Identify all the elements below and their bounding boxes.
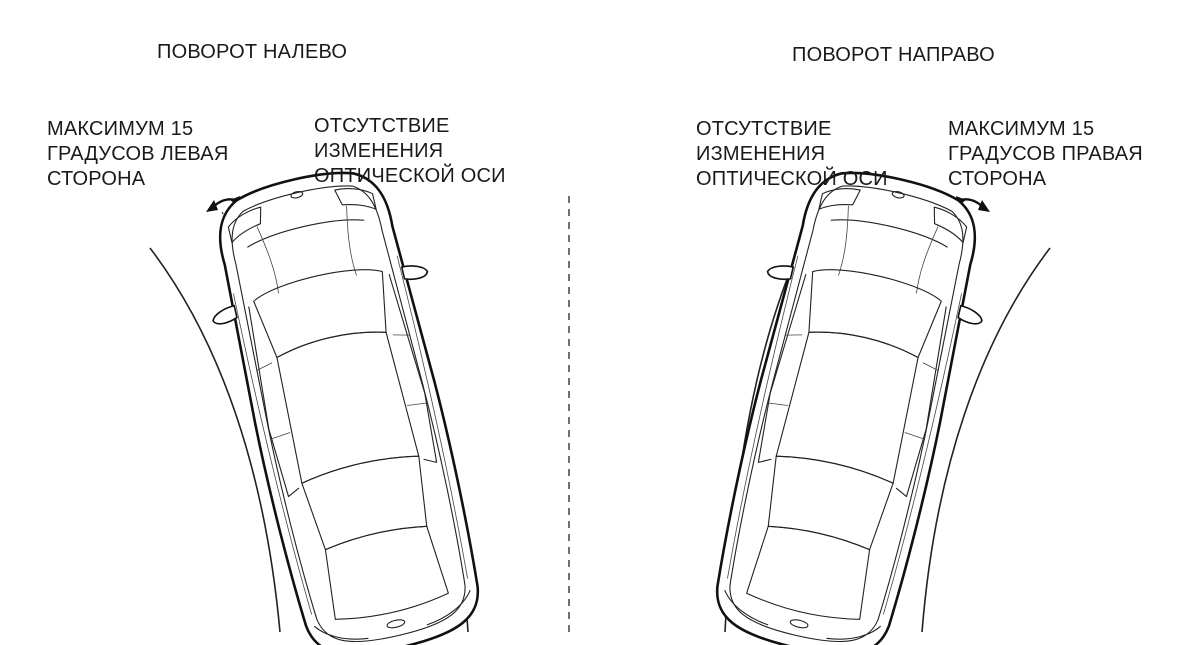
left-panel-title: ПОВОРОТ НАЛЕВО [157,41,348,63]
right-panel-title: ПОВОРОТ НАПРАВО [792,44,995,66]
left-max-swivel-label: МАКСИМУМ 15 ГРАДУСОВ ЛЕВАЯ СТОРОНА [47,117,229,192]
right-no-change-line-1: ОТСУТСТВИЕ [696,118,832,140]
right-no-change-line-2: ИЗМЕНЕНИЯ [696,143,826,165]
left-no-change-line-1: ОТСУТСТВИЕ [314,115,450,137]
right-max-line-2: ГРАДУСОВ ПРАВАЯ [948,143,1143,165]
right-road-outer-curve [921,247,1051,633]
left-max-line-3: СТОРОНА [47,168,146,190]
right-no-change-line-3: ОПТИЧЕСКОЙ ОСИ [696,168,888,190]
left-road-inner-curve [149,247,281,633]
left-max-line-2: ГРАДУСОВ ЛЕВАЯ [47,143,229,165]
right-max-swivel-label: МАКСИМУМ 15 ГРАДУСОВ ПРАВАЯ СТОРОНА [948,117,1143,192]
left-no-change-line-3: ОПТИЧЕСКОЙ ОСИ [314,165,506,187]
left-max-line-1: МАКСИМУМ 15 [47,118,194,140]
left-no-change-label: ОТСУТСТВИЕ ИЗМЕНЕНИЯ ОПТИЧЕСКОЙ ОСИ [314,114,506,189]
left-car-icon [184,153,510,645]
right-max-line-3: СТОРОНА [948,168,1047,190]
left-no-change-line-2: ИЗМЕНЕНИЯ [314,140,444,162]
right-car-icon [685,153,1011,645]
right-no-change-label: ОТСУТСТВИЕ ИЗМЕНЕНИЯ ОПТИЧЕСКОЙ ОСИ [696,117,888,192]
right-max-line-1: МАКСИМУМ 15 [948,118,1095,140]
